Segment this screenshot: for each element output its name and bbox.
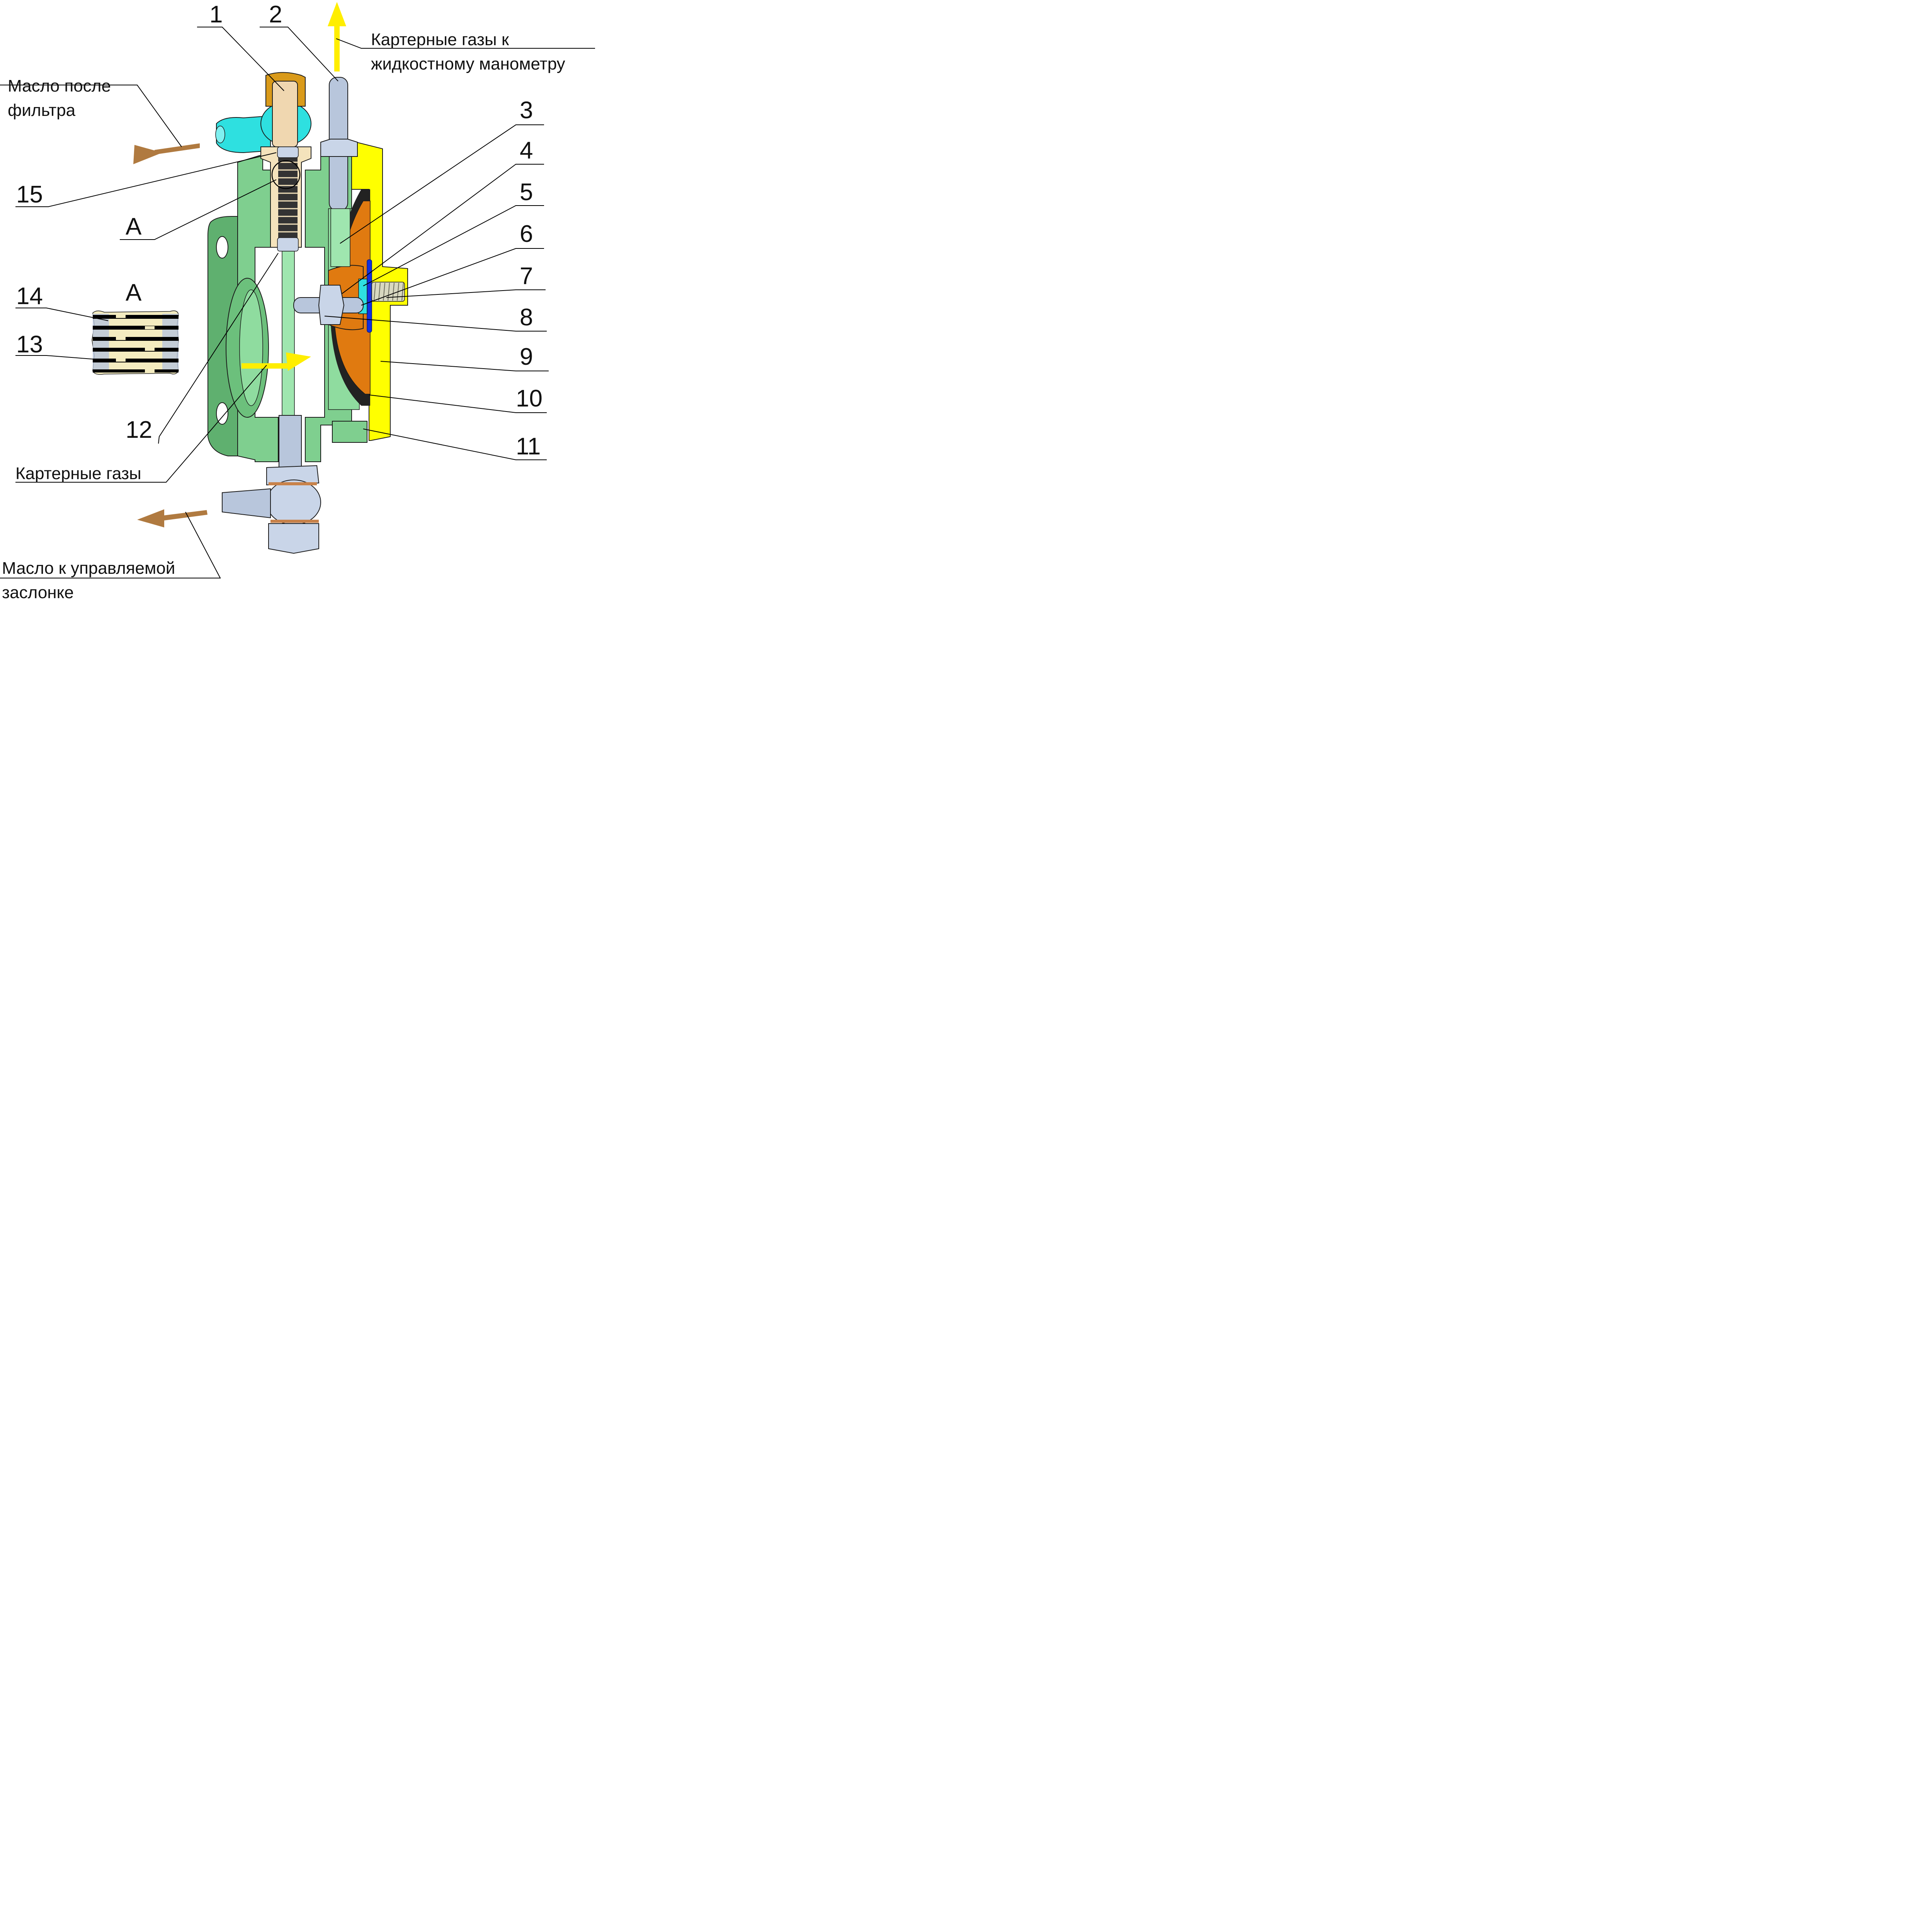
callout-15: 15 <box>16 181 43 208</box>
filter-core <box>272 81 298 147</box>
inset-plates <box>93 315 179 372</box>
gas-channel <box>282 251 295 418</box>
callout-10: 10 <box>516 385 543 412</box>
callout-numbers: 1 2 3 4 5 6 7 8 9 10 11 12 13 14 15 A A <box>16 1 543 460</box>
detail-a-circle <box>271 160 301 189</box>
copper-washer-top <box>269 482 317 485</box>
flow-captions: Картерные газы к жидкостному манометру М… <box>2 30 565 602</box>
spring-coils <box>374 282 404 301</box>
copper-washer-bottom <box>270 520 319 523</box>
callout-4: 4 <box>520 137 533 164</box>
mounting-flange <box>207 216 238 456</box>
filter-top-nut <box>277 146 299 158</box>
caption-gas-to-manometer-line2: жидкостному манометру <box>371 54 565 73</box>
callout-11: 11 <box>516 433 541 460</box>
callout-6: 6 <box>520 221 533 247</box>
caption-oil-after-filter-line2: фильтра <box>8 101 76 120</box>
tube-lower <box>330 208 350 267</box>
oil-arrow-in <box>133 143 200 164</box>
caption-crankcase-gases: Картерные газы <box>15 464 141 483</box>
outlet-nipple <box>222 488 271 519</box>
callout-5: 5 <box>520 179 533 206</box>
callout-1: 1 <box>209 1 223 28</box>
gas-arrow-right <box>242 352 311 371</box>
gas-arrow-up <box>328 2 346 71</box>
callout-14: 14 <box>16 283 43 310</box>
caption-oil-after-filter-line1: Масло после <box>8 77 111 95</box>
filter-bottom-nut <box>277 237 299 252</box>
caption-gas-to-manometer-line1: Картерные газы к <box>371 30 509 49</box>
caption-oil-to-damper-line1: Масло к управляемой <box>2 559 175 578</box>
outlet-banjo <box>266 480 321 525</box>
flange-hole-top <box>216 236 228 259</box>
callout-8: 8 <box>520 304 533 331</box>
lower-bolt <box>279 415 302 470</box>
detail-title-a: A <box>126 279 142 306</box>
oil-inlet-bore <box>215 126 225 143</box>
callout-2: 2 <box>269 1 282 28</box>
inset-spacers <box>116 315 155 372</box>
inset-hatch-right <box>162 314 179 372</box>
caption-oil-to-damper-line2: заслонке <box>2 583 74 602</box>
oil-arrow-out <box>137 509 207 527</box>
crankcase-ventilation-valve-diagram: 1 2 3 4 5 6 7 8 9 10 11 12 13 14 15 A A … <box>0 1 595 602</box>
callout-13: 13 <box>16 331 43 358</box>
inset-hatch-left <box>93 314 109 372</box>
callout-12: 12 <box>126 417 152 443</box>
manometer-tube <box>320 77 358 267</box>
leader-lines <box>0 27 595 578</box>
callout-9: 9 <box>520 344 533 370</box>
callout-7: 7 <box>520 263 533 289</box>
valve-nut <box>318 285 345 325</box>
flange-hole-bottom <box>216 402 228 425</box>
filter-plates <box>278 162 298 233</box>
lower-hex-top <box>266 465 320 486</box>
lower-hex-bottom <box>268 523 319 554</box>
filter-stack <box>278 155 298 243</box>
oil-outlet-fitting <box>222 415 321 554</box>
body-lower-block <box>332 421 367 443</box>
oil-filter-assembly <box>215 72 311 252</box>
tube-fitting <box>320 139 358 157</box>
detail-a-inset <box>92 310 179 375</box>
blue-plate <box>367 259 372 333</box>
detail-marker-a: A <box>126 213 142 240</box>
callout-3: 3 <box>520 97 533 124</box>
